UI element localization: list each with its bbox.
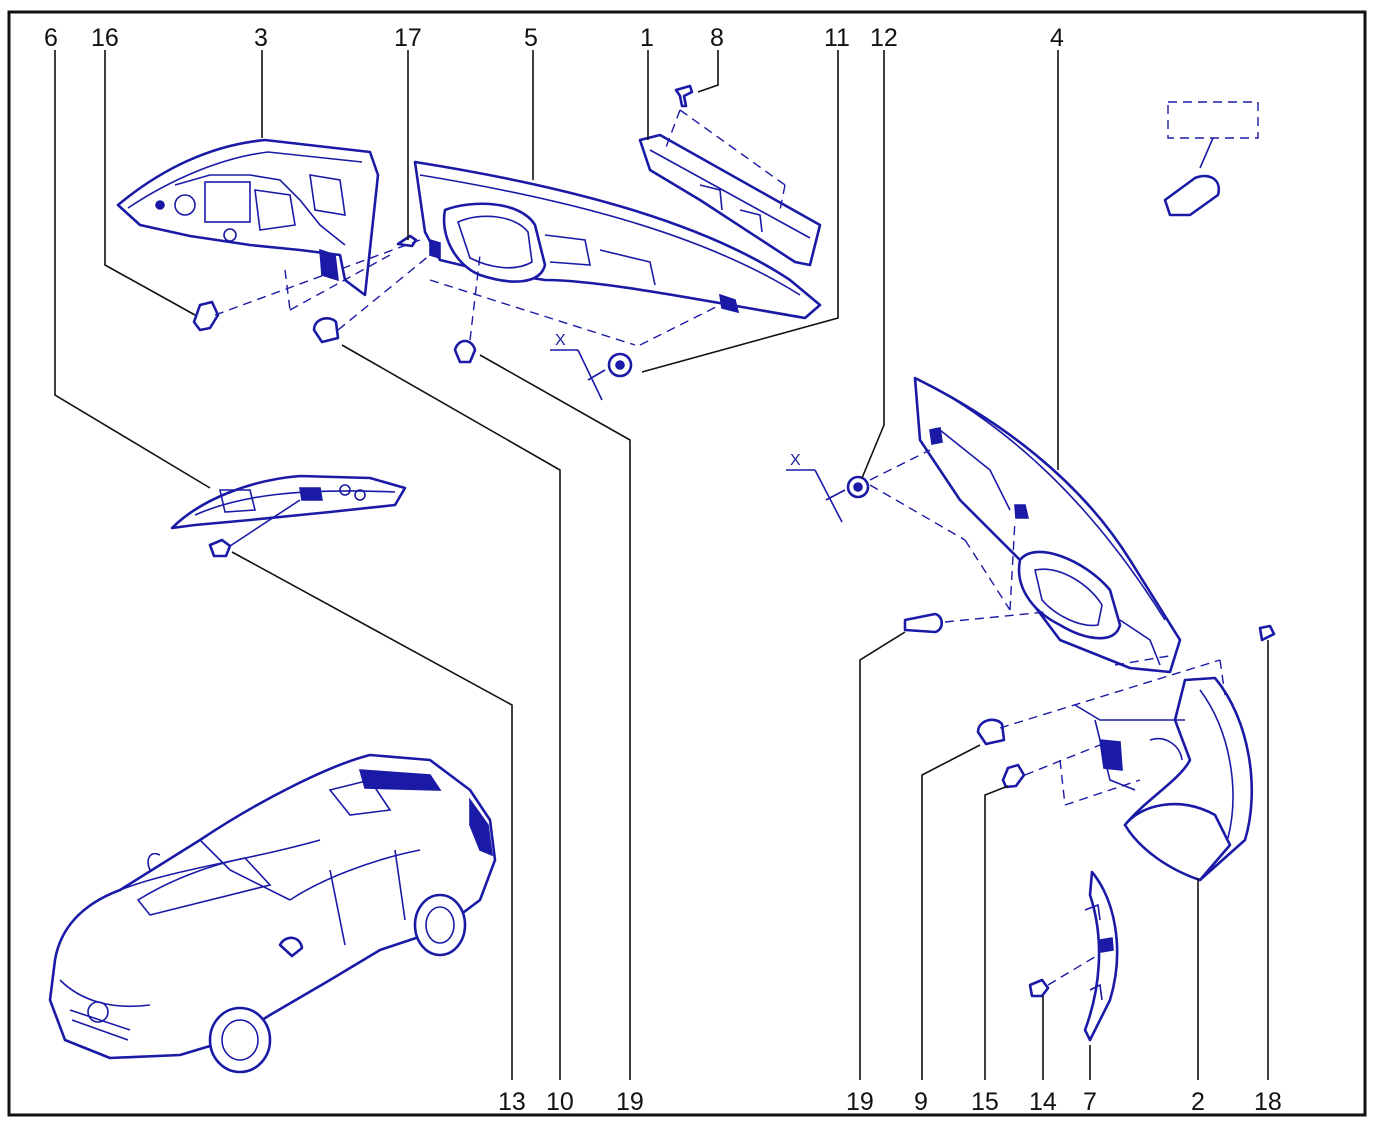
- right-assembly-lines: [869, 449, 1226, 806]
- callout-10: 10: [546, 1088, 574, 1116]
- nut-part-9: [976, 718, 1006, 746]
- left-assembly-lines: [214, 109, 786, 346]
- leader-lines: [54, 50, 1269, 1080]
- callouts-bottom: 13 10 19 19 9 15 14 7 2 18: [498, 1088, 1282, 1116]
- axis-marker-left: X: [550, 332, 606, 401]
- side-lamp-part-7: [1083, 870, 1119, 1042]
- right-inner-lamp: [913, 376, 1182, 674]
- bulb-part-19-left: [453, 339, 477, 364]
- left-inner-lamp: [413, 160, 822, 320]
- callout-18: 18: [1254, 1088, 1282, 1116]
- screw-part-14: [1028, 954, 1099, 998]
- washer-part-11: [607, 352, 633, 378]
- screw-part-17: [396, 234, 418, 248]
- screw-part-8: [674, 84, 694, 108]
- callout-19-left: 19: [616, 1088, 644, 1116]
- callout-17: 17: [394, 24, 422, 52]
- callout-2: 2: [1191, 1088, 1205, 1116]
- screw-part-18: [1258, 624, 1276, 642]
- side-lamp-part-6: [170, 474, 407, 530]
- callout-8: 8: [710, 24, 724, 52]
- callout-3: 3: [254, 24, 268, 52]
- callouts-top: 6 16 3 17 5 1 8 11 12 4: [44, 24, 1064, 52]
- bulb-part-19-right: [903, 612, 944, 634]
- axis-marker-left-label: X: [555, 332, 566, 349]
- bracket-part-1: [638, 133, 822, 267]
- clip-part-15: [1001, 763, 1026, 789]
- callout-4: 4: [1050, 24, 1064, 52]
- callout-6: 6: [44, 24, 58, 52]
- right-outer-lamp: [1074, 676, 1254, 882]
- left-tail-lamp: [116, 138, 380, 297]
- nut-part-10: [312, 316, 340, 344]
- callout-11: 11: [824, 24, 850, 52]
- callout-13: 13: [498, 1088, 526, 1116]
- callout-5: 5: [524, 24, 538, 52]
- car-illustration: [48, 753, 497, 1074]
- callout-15: 15: [971, 1088, 999, 1116]
- clip-part-16: [192, 300, 220, 332]
- callout-19-right: 19: [846, 1088, 874, 1116]
- axis-marker-right: X: [786, 452, 846, 523]
- callout-1: 1: [640, 24, 654, 52]
- axis-marker-right-label: X: [790, 452, 801, 469]
- callout-9: 9: [914, 1088, 928, 1116]
- screw-part-13: [208, 499, 301, 558]
- washer-part-12: [846, 475, 870, 499]
- callout-14: 14: [1029, 1088, 1057, 1116]
- diagram-frame: [7, 10, 1367, 1117]
- callout-12: 12: [870, 24, 898, 52]
- bulb-top-right: [1163, 101, 1259, 217]
- callout-16: 16: [91, 24, 119, 52]
- callout-7: 7: [1083, 1088, 1097, 1116]
